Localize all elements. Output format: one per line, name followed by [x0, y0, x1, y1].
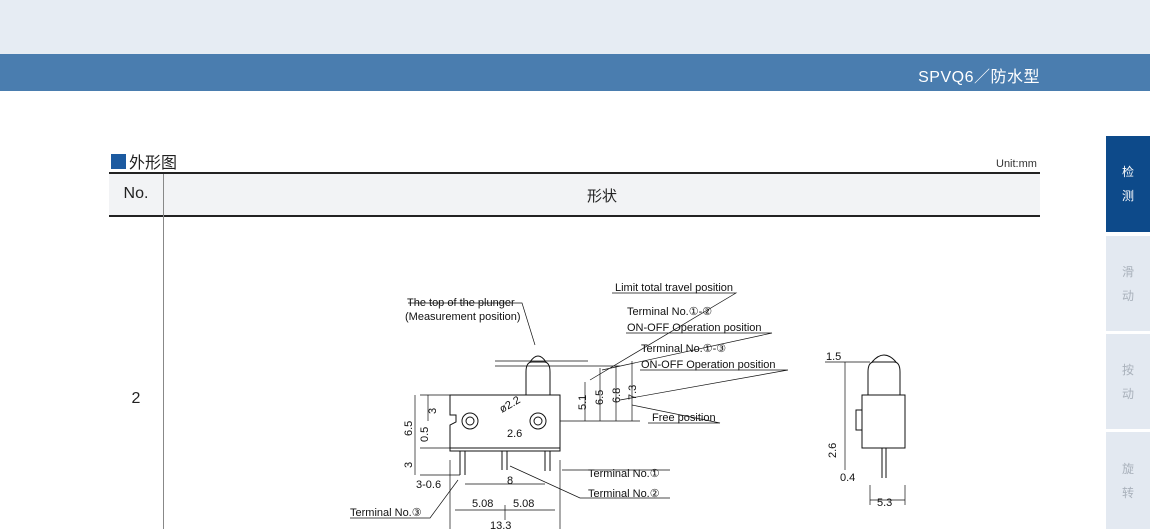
tab-label: 检	[1121, 165, 1134, 179]
tab-label: 滑	[1121, 264, 1134, 279]
section-title: 外形图	[129, 155, 178, 172]
dim-13-3: 13.3	[490, 520, 511, 529]
table-header	[109, 174, 1040, 215]
section-heading: 外形图	[111, 149, 177, 173]
label-free: Free position	[652, 412, 716, 424]
dim-8: 8	[507, 475, 513, 487]
tab-label: 按	[1121, 362, 1134, 377]
dim-3b: 3	[403, 462, 415, 468]
drawing-lines	[350, 292, 906, 529]
tab-label: 测	[1121, 189, 1134, 203]
title-bar: SPVQ6／防水型	[0, 54, 1150, 91]
label-term1: Terminal No.①	[588, 468, 660, 480]
header-shape: 形状	[586, 188, 617, 205]
tab-label: 旋	[1121, 461, 1134, 476]
side-dim-5-3: 5.3	[877, 497, 892, 509]
label-plunger-top: The top of the plunger	[407, 297, 515, 309]
tab-rotate[interactable]: 旋转	[1106, 432, 1150, 529]
dim-6-5b: 6.5	[403, 421, 415, 436]
header-no: No.	[123, 185, 149, 202]
tab-label: 动	[1121, 386, 1134, 401]
label-t12: Terminal No.①-②	[627, 306, 712, 318]
label-term3: Terminal No.③	[350, 507, 422, 519]
side-dim-0-4: 0.4	[840, 472, 855, 484]
label-t12-op: ON-OFF Operation position	[627, 322, 762, 334]
label-term2: Terminal No.②	[588, 488, 660, 500]
column-divider	[163, 174, 164, 529]
product-title: SPVQ6／防水型	[918, 69, 1040, 86]
label-measurement: (Measurement position)	[405, 311, 521, 323]
dim-5-1: 5.1	[577, 395, 589, 410]
side-dim-2-6: 2.6	[827, 443, 839, 458]
label-t13: Terminal No.①-③	[641, 343, 726, 355]
tab-detect[interactable]: 检测	[1106, 136, 1150, 232]
dim-3a: 3	[427, 408, 439, 414]
tab-push[interactable]: 按动	[1106, 334, 1150, 429]
unit-label: Unit:mm	[996, 158, 1037, 170]
dim-7-3: 7.3	[627, 385, 639, 400]
dim-hole: ø2.2	[498, 394, 523, 415]
dim-2-6: 2.6	[507, 428, 522, 440]
tab-slide[interactable]: 滑动	[1106, 236, 1150, 331]
row-number: 2	[131, 390, 141, 407]
dim-0-5: 0.5	[419, 427, 431, 442]
drawing-labels: The top of the plunger (Measurement posi…	[350, 282, 892, 529]
table-top-rule	[109, 172, 1040, 174]
square-bullet-icon	[111, 153, 126, 169]
tab-label: 转	[1121, 485, 1134, 500]
table-header-rule	[109, 215, 1040, 217]
label-t13-op: ON-OFF Operation position	[641, 359, 776, 371]
dim-5-08b: 5.08	[513, 498, 534, 510]
dim-5-08a: 5.08	[472, 498, 493, 510]
dim-6-8: 6.8	[611, 388, 623, 403]
top-band	[0, 0, 1150, 54]
dim-6-5: 6.5	[594, 390, 606, 405]
dim-3-0-6: 3-0.6	[416, 479, 441, 491]
label-limit: Limit total travel position	[615, 282, 733, 294]
tab-label: 动	[1121, 288, 1134, 303]
side-dim-1-5: 1.5	[826, 351, 841, 363]
